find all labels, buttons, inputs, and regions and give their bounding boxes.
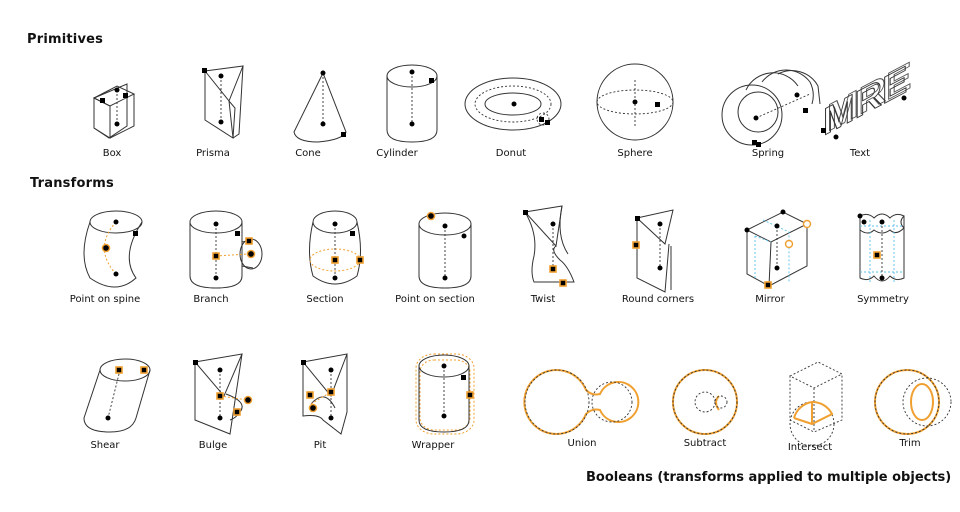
svg-text:MRE: MRE — [823, 56, 907, 144]
transform-twist: Twist — [488, 205, 598, 305]
boolean-union: Union — [502, 364, 662, 449]
point-on-section-icon — [418, 211, 472, 289]
section-title-transforms: Transforms — [30, 176, 114, 191]
transform-branch: Branch — [156, 206, 266, 305]
transform-label: Mirror — [755, 294, 785, 305]
subtract-icon — [672, 369, 738, 435]
sphere-icon — [596, 63, 674, 141]
intersect-icon — [789, 361, 844, 447]
boolean-trim: Trim — [855, 364, 960, 449]
transform-section: Section — [270, 206, 380, 305]
trim-icon — [874, 369, 952, 435]
pit-icon — [301, 353, 348, 435]
branch-icon — [189, 210, 263, 289]
primitive-box: Box — [57, 56, 167, 159]
transform-symmetry: Symmetry — [828, 206, 938, 305]
boolean-intersect: Intersect — [755, 356, 865, 453]
primitive-spring: Spring — [713, 56, 823, 159]
point-on-spine-icon — [83, 210, 143, 288]
boolean-label: Union — [567, 438, 597, 449]
box-icon — [92, 83, 136, 139]
bugle-icon — [193, 353, 253, 435]
transform-label: Point on spine — [69, 294, 141, 305]
transform-pit: Pit — [265, 352, 375, 451]
transform-bulge: Bulge — [158, 352, 268, 451]
twist-icon — [523, 205, 575, 287]
primitive-label: Spring — [751, 148, 785, 159]
round-corners-icon — [632, 209, 674, 293]
primitive-text: MRE MRE Text — [805, 52, 915, 159]
spring-icon — [721, 69, 821, 147]
primitive-cylinder: Cylinder — [342, 56, 452, 159]
primitive-label: Cone — [295, 148, 321, 159]
primitive-prisma: Prisma — [158, 56, 268, 159]
shear-icon — [83, 358, 151, 433]
transform-mirror: Mirror — [715, 206, 825, 305]
transform-label: Bulge — [198, 440, 228, 451]
primitive-donut: Donut — [456, 56, 566, 159]
transform-round-corners: Round corners — [603, 206, 713, 305]
cylinder-icon — [386, 64, 438, 143]
text-3d-icon: MRE MRE — [821, 52, 912, 145]
booleans-caption: Booleans (transforms applied to multiple… — [586, 470, 952, 485]
prisma-icon — [202, 65, 244, 139]
transform-label: Symmetry — [857, 294, 909, 305]
primitive-label: Box — [102, 148, 122, 159]
transform-shear: Shear — [50, 352, 160, 451]
union-icon — [523, 369, 640, 435]
primitive-label: Sphere — [617, 148, 653, 159]
transform-label: Pit — [313, 440, 327, 451]
transform-label: Point on section — [395, 294, 475, 305]
boolean-label: Subtract — [683, 438, 727, 449]
boolean-subtract: Subtract — [650, 364, 760, 449]
primitive-label: Cylinder — [376, 148, 418, 159]
transform-point-on-spine: Point on spine — [50, 206, 160, 305]
wrapper-icon — [415, 353, 475, 435]
section-title-primitives: Primitives — [27, 32, 104, 47]
transform-point-on-section: Point on section — [380, 206, 490, 305]
transform-label: Section — [306, 294, 344, 305]
boolean-label: Trim — [899, 438, 921, 449]
transform-label: Wrapper — [411, 440, 455, 451]
donut-icon — [464, 77, 562, 131]
transform-label: Round corners — [621, 294, 695, 305]
primitive-label: Prisma — [196, 148, 230, 159]
boolean-label: Intersect — [787, 442, 833, 453]
primitive-sphere: Sphere — [580, 56, 690, 159]
section-icon — [309, 210, 364, 285]
transform-wrapper: Wrapper — [378, 352, 488, 451]
mirror-icon — [744, 209, 812, 289]
symmetry-icon — [857, 213, 905, 282]
primitive-label: Donut — [495, 148, 527, 159]
primitive-cone: Cone — [253, 56, 363, 159]
transform-label: Twist — [530, 294, 556, 305]
primitive-label: Text — [849, 148, 871, 159]
transform-label: Branch — [193, 294, 229, 305]
transform-label: Shear — [90, 440, 120, 451]
cone-icon — [293, 70, 347, 143]
